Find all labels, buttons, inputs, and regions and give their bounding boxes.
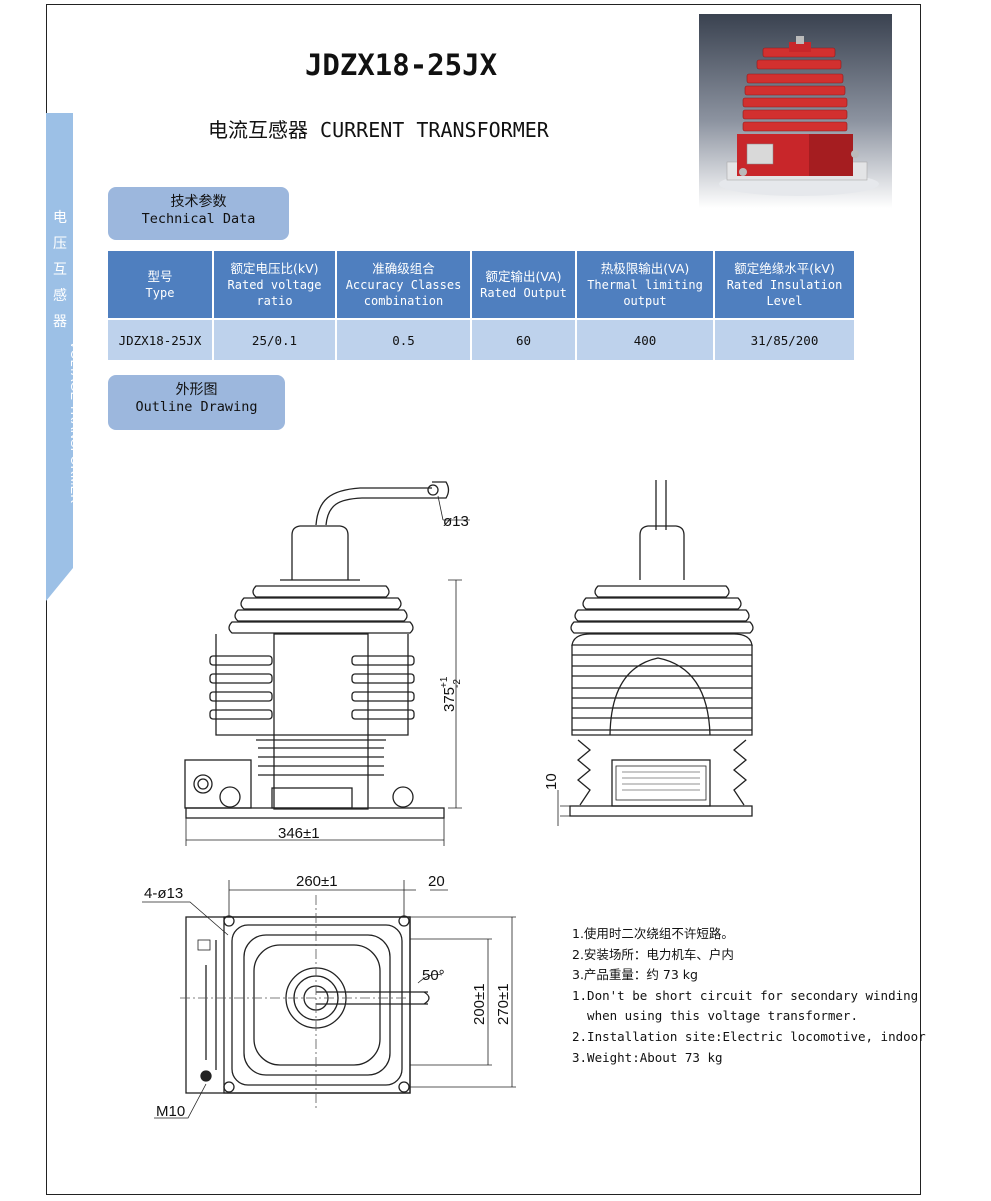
cell-type: JDZX18-25JX bbox=[106, 318, 214, 362]
note-en-1b: when using this voltage transformer. bbox=[572, 1008, 858, 1024]
product-photo bbox=[699, 14, 892, 208]
subtitle: 电流互感器 CURRENT TRANSFORMER bbox=[208, 118, 549, 142]
top-view bbox=[185, 915, 430, 1094]
dim-outer-depth: 270±1 bbox=[495, 983, 512, 1025]
note-cn-3: 3.产品重量：约 73 kg bbox=[572, 967, 698, 983]
cell-insulation-level: 31/85/200 bbox=[713, 318, 856, 362]
cell-rated-output: 60 bbox=[470, 318, 577, 362]
dim-bolt-spacing: 260±1 bbox=[296, 873, 338, 890]
section-outline-drawing: 外形图 Outline Drawing bbox=[108, 375, 285, 430]
section-technical-data: 技术参数 Technical Data bbox=[108, 187, 289, 240]
note-cn-1: 1.使用时二次绕组不许短路。 bbox=[572, 926, 734, 941]
dim-inner-depth: 200±1 bbox=[471, 983, 488, 1025]
cell-voltage-ratio: 25/0.1 bbox=[212, 318, 337, 362]
cell-thermal-output: 400 bbox=[575, 318, 715, 362]
side-label-cn: 电 压 互 感 器 bbox=[53, 210, 67, 330]
dim-mount-holes: 4-ø13 bbox=[144, 885, 183, 902]
model-title: JDZX18-25JX bbox=[304, 48, 498, 82]
note-en-2: 2.Installation site:Electric locomotive,… bbox=[572, 1028, 926, 1044]
header-insulation-level: 额定绝缘水平(kV)Rated Insulation Level bbox=[713, 249, 856, 320]
table-row: JDZX18-25JX 25/0.1 0.5 60 400 31/85/200 bbox=[106, 318, 856, 362]
dim-height-tol-top: +1 bbox=[439, 676, 450, 688]
note-en-1: 1.Don't be short circuit for secondary w… bbox=[572, 987, 919, 1003]
section-outline-drawing-en: Outline Drawing bbox=[135, 399, 258, 415]
section-technical-data-en: Technical Data bbox=[141, 211, 256, 227]
side-label-en: VOLTAGE TRANSFORMER bbox=[68, 341, 82, 504]
dim-width: 346±1 bbox=[278, 825, 320, 842]
section-outline-drawing-cn: 外形图 bbox=[175, 382, 218, 398]
side-tab bbox=[46, 113, 73, 601]
dim-hole: ø13 bbox=[443, 513, 469, 530]
dim-ground: M10 bbox=[156, 1103, 185, 1120]
header-thermal-output: 热极限输出(VA)Thermal limiting output bbox=[575, 249, 715, 320]
outline-drawing: ø13 375 +1 -2 346±1 10 260±1 20 4-ø13 50… bbox=[142, 480, 754, 1120]
dim-height: 375 bbox=[441, 687, 458, 712]
dim-base-offset: 10 bbox=[543, 773, 560, 790]
section-technical-data-cn: 技术参数 bbox=[170, 194, 227, 210]
header-rated-output: 额定输出(VA)Rated Output bbox=[470, 249, 577, 320]
cell-accuracy: 0.5 bbox=[335, 318, 472, 362]
dim-edge: 20 bbox=[428, 873, 445, 890]
notes: 1.使用时二次绕组不许短路。 2.安装场所：电力机车、户内 3.产品重量：约 7… bbox=[572, 924, 926, 1068]
front-view bbox=[184, 481, 450, 819]
header-voltage-ratio: 额定电压比(kV)Rated voltage ratio bbox=[212, 249, 337, 320]
dim-height-tol-bottom: -2 bbox=[452, 679, 463, 688]
dim-angle: 50° bbox=[422, 967, 445, 984]
note-en-3: 3.Weight:About 73 kg bbox=[572, 1049, 723, 1065]
note-cn-2: 2.安装场所：电力机车、户内 bbox=[572, 946, 734, 962]
side-view bbox=[557, 480, 754, 826]
